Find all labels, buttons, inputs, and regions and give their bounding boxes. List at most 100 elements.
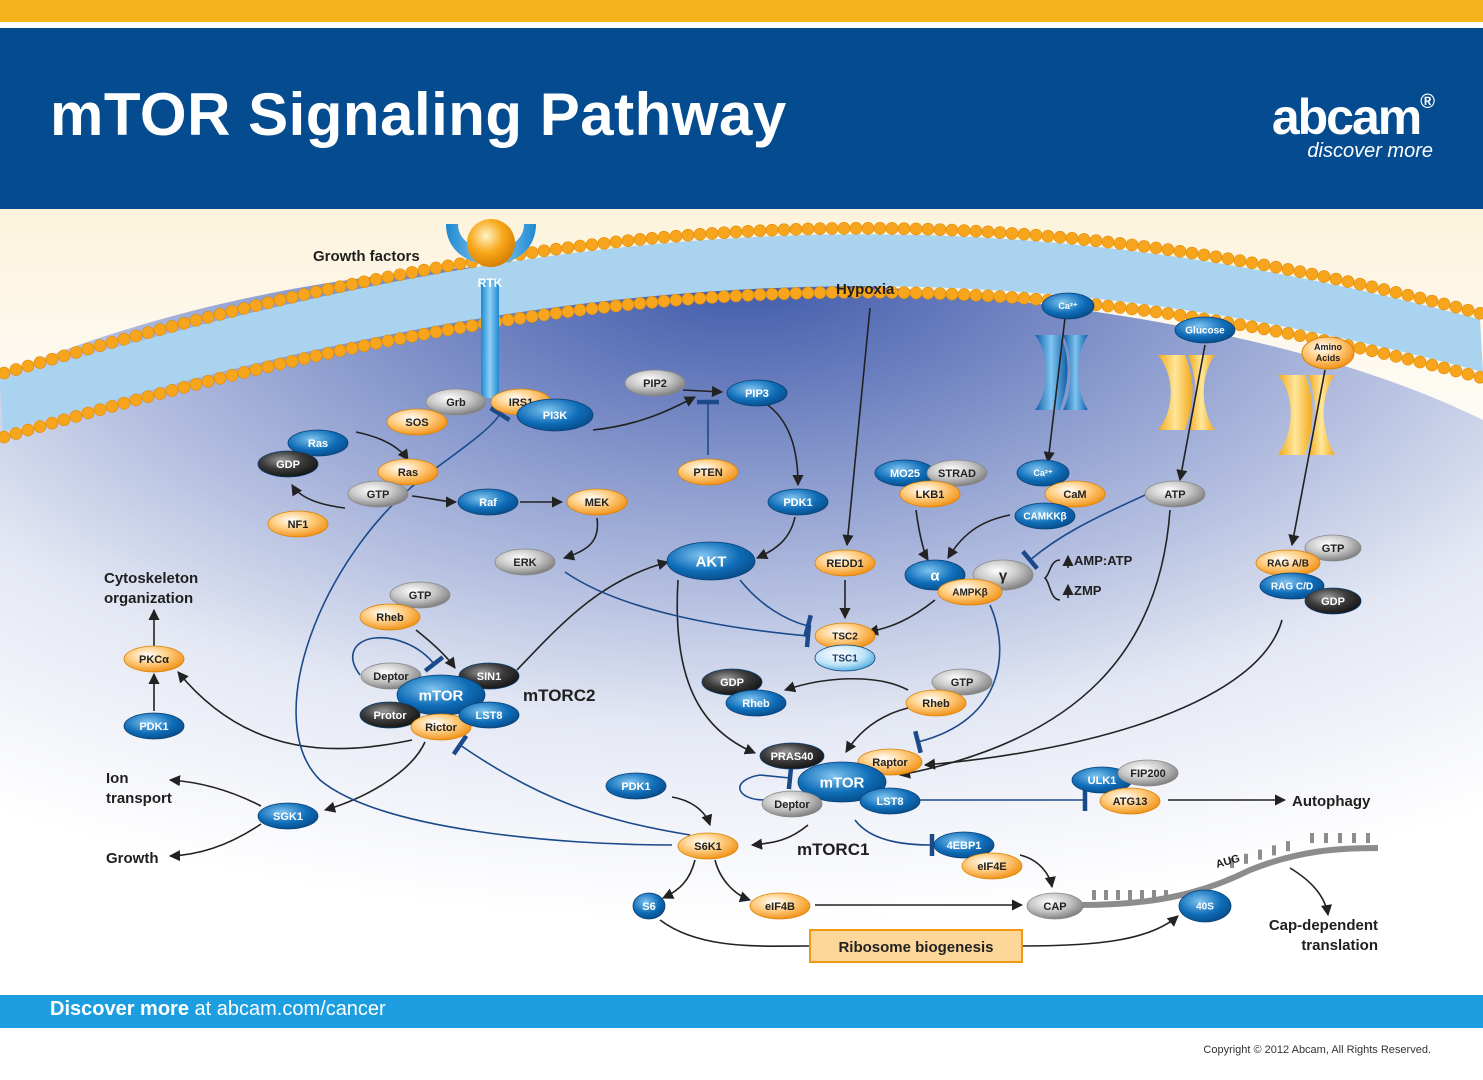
node-label: γ bbox=[999, 567, 1008, 584]
phospholipid-head bbox=[417, 327, 431, 341]
node-mtor1: mTOR bbox=[797, 761, 887, 803]
node-label: PIP3 bbox=[745, 388, 769, 400]
phospholipid-head bbox=[837, 222, 851, 235]
node-label: S6K1 bbox=[694, 841, 722, 853]
phospholipid-head bbox=[597, 300, 611, 314]
phospholipid-head bbox=[981, 225, 995, 239]
phospholipid-head bbox=[765, 223, 779, 237]
phospholipid-head bbox=[105, 336, 119, 349]
node-shape bbox=[377, 458, 439, 486]
phospholipid-head bbox=[645, 295, 659, 309]
node-grb: Grb bbox=[425, 388, 487, 416]
mrna-codon-tick bbox=[1104, 890, 1108, 900]
phospholipid-head bbox=[465, 319, 479, 333]
node-label: FIP200 bbox=[1130, 768, 1165, 780]
node-shape bbox=[1041, 292, 1095, 320]
ribosome-biogenesis-box bbox=[809, 929, 1023, 963]
node-shape bbox=[1259, 572, 1325, 600]
node-shape bbox=[267, 510, 329, 538]
phospholipid-head bbox=[633, 233, 647, 246]
node-label: eIF4B bbox=[765, 901, 795, 913]
phospholipid-head bbox=[693, 291, 707, 305]
phospholipid-head bbox=[645, 231, 659, 245]
node-cap: CAP bbox=[1026, 892, 1084, 920]
node-pip3: PIP3 bbox=[726, 379, 788, 407]
node-eif4b: eIF4B bbox=[749, 892, 811, 920]
footer-link-text[interactable]: Discover more at abcam.com/cancer bbox=[50, 998, 386, 1021]
phospholipid-head bbox=[621, 234, 635, 247]
phospholipid-head bbox=[129, 329, 143, 343]
phospholipid-head bbox=[705, 291, 719, 304]
phospholipid-head bbox=[789, 222, 803, 236]
node-label: GTP bbox=[1322, 543, 1345, 555]
phospholipid-head bbox=[1293, 329, 1307, 343]
node-label: Rheb bbox=[922, 698, 950, 710]
phospholipid-head bbox=[1065, 232, 1079, 245]
phospholipid-head bbox=[1389, 350, 1403, 363]
phospholipid-head bbox=[1077, 233, 1091, 246]
node-shape bbox=[347, 480, 409, 508]
node-label: Rheb bbox=[376, 612, 404, 624]
glucose-transporter bbox=[1158, 355, 1215, 430]
phospholipid-head bbox=[945, 287, 959, 301]
node-shape bbox=[632, 892, 666, 920]
cytoskeleton-label: Cytoskeleton bbox=[104, 570, 198, 587]
phospholipid-head bbox=[501, 313, 515, 327]
node-shape bbox=[905, 689, 967, 717]
node-label: TSC2 bbox=[832, 632, 858, 643]
mrna-codon-tick bbox=[1272, 845, 1276, 856]
node-label: ERK bbox=[513, 557, 536, 569]
phospholipid-head bbox=[849, 221, 863, 235]
phospholipid-head bbox=[261, 360, 275, 374]
phospholipid-head bbox=[909, 222, 923, 236]
phospholipid-head bbox=[405, 330, 419, 343]
node-shape bbox=[287, 429, 349, 457]
phospholipid-head bbox=[1017, 291, 1031, 305]
phospholipid-head bbox=[81, 406, 95, 420]
node-shape bbox=[624, 369, 686, 397]
node-shape bbox=[359, 603, 421, 631]
copyright-notice: Copyright © 2012 Abcam, All Rights Reser… bbox=[1203, 1044, 1431, 1056]
phospholipid-head bbox=[1257, 322, 1271, 336]
node-shape bbox=[1026, 892, 1084, 920]
phospholipid-head bbox=[33, 356, 47, 369]
node-cam: CaM bbox=[1044, 480, 1106, 508]
node-nf1: NF1 bbox=[267, 510, 329, 538]
node-shape bbox=[1144, 480, 1206, 508]
phospholipid-head bbox=[1305, 267, 1319, 281]
phospholipid-head bbox=[1053, 230, 1067, 244]
phospholipid-head bbox=[789, 286, 803, 300]
mrna-codon-tick bbox=[1310, 833, 1314, 843]
phospholipid-head bbox=[669, 293, 683, 307]
phospholipid-head bbox=[237, 302, 251, 315]
phospholipid-head bbox=[1269, 260, 1283, 274]
node-shape bbox=[899, 480, 961, 508]
footer-prefix: Discover more bbox=[50, 998, 189, 1020]
node-rheb-gdp: Rheb bbox=[725, 689, 787, 717]
cytoplasm bbox=[0, 264, 1483, 995]
phospholipid-head bbox=[741, 288, 755, 302]
phospholipid-head bbox=[765, 287, 779, 301]
phospholipid-head bbox=[1197, 248, 1211, 262]
phospholipid-head bbox=[1173, 244, 1187, 258]
phospholipid-head bbox=[657, 294, 671, 308]
phospholipid-head bbox=[609, 299, 623, 313]
ion-label: Ion bbox=[106, 770, 129, 787]
node-pip2: PIP2 bbox=[624, 369, 686, 397]
footer-bar bbox=[0, 995, 1483, 1028]
node-shape bbox=[759, 742, 825, 770]
phospholipid-head bbox=[1125, 302, 1139, 316]
node-atg13: ATG13 bbox=[1099, 787, 1161, 815]
mrna-codon-tick bbox=[1286, 841, 1290, 852]
phospholipid-head bbox=[753, 288, 767, 301]
cap-dependent-label: Cap-dependent bbox=[1269, 917, 1378, 934]
node-shape bbox=[566, 488, 628, 516]
node-label: PTEN bbox=[693, 467, 722, 479]
node-label: GDP bbox=[720, 677, 744, 689]
node-atp: ATP bbox=[1144, 480, 1206, 508]
node-shape bbox=[814, 549, 876, 577]
phospholipid-head bbox=[777, 287, 791, 300]
node-shape bbox=[257, 802, 319, 830]
phospholipid-head bbox=[801, 286, 815, 300]
node-s6k1: S6K1 bbox=[677, 832, 739, 860]
